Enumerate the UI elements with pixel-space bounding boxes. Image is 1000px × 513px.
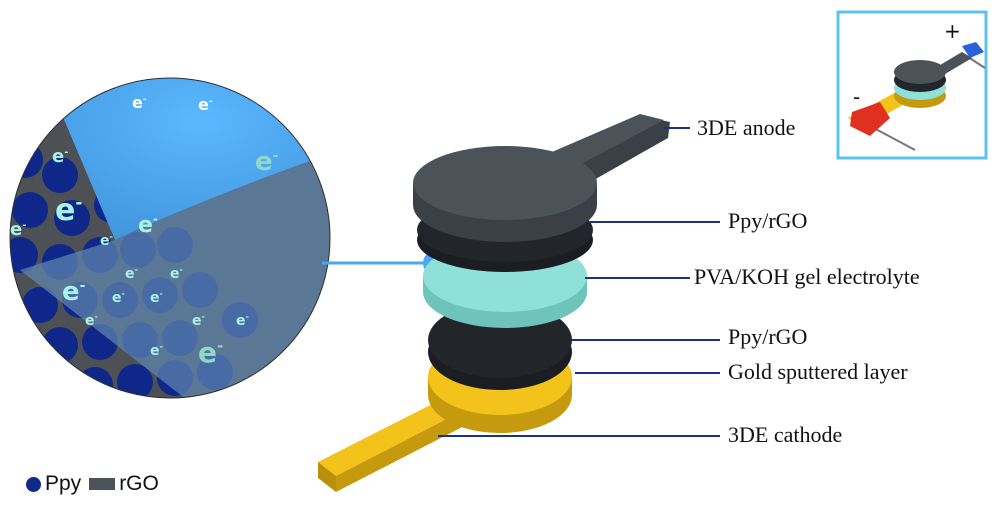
electron-labels: e- e- e- e- e- e- e- e- e- e- e- e- e- e…: [10, 93, 279, 369]
label-gold-layer: Gold sputtered layer: [728, 359, 908, 384]
legend-ppy-label: Ppy: [45, 472, 82, 495]
legend: Ppy rGO: [26, 472, 159, 496]
anode-electrode: [413, 114, 670, 242]
device-stack: [318, 114, 670, 492]
inset-device: + -: [836, 10, 988, 160]
label-anode: 3DE anode: [697, 115, 796, 140]
inset-plus-sign: +: [944, 19, 961, 43]
legend-rgo-label: rGO: [119, 472, 159, 495]
anode-terminal: [962, 42, 984, 58]
label-ppy-bottom: Ppy/rGO: [728, 324, 808, 349]
inset-minus-sign: -: [853, 85, 860, 109]
ppy-legend-marker: [26, 476, 41, 492]
label-ppy-top: Ppy/rGO: [728, 208, 808, 233]
callout-lines: [438, 127, 720, 437]
rgo-region: [20, 150, 330, 398]
label-electrolyte: PVA/KOH gel electrolyte: [694, 264, 920, 289]
rgo-legend-marker: [89, 478, 116, 490]
label-cathode: 3DE cathode: [728, 422, 843, 447]
cathode-terminal: [850, 102, 890, 136]
zoom-circle: e- e- e- e- e- e- e- e- e- e- e- e- e- e…: [9, 77, 331, 399]
